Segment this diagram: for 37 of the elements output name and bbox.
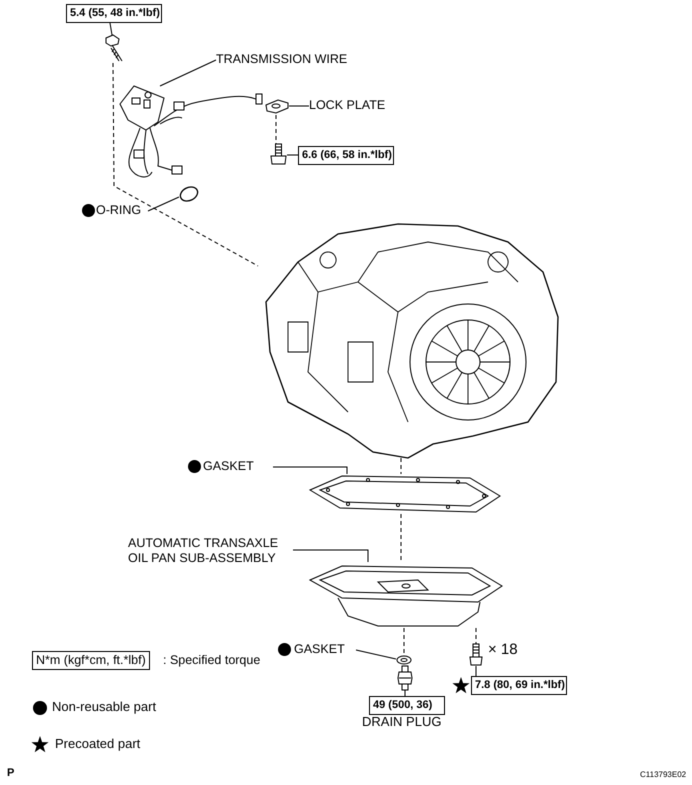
torque-value-box: 6.6 (66, 58 in.*lbf) (298, 146, 394, 165)
leader-line (148, 196, 180, 212)
quantity-label: × 18 (488, 642, 518, 657)
leader-line (292, 550, 368, 562)
part-label: GASKET (203, 458, 273, 476)
o-ring-drawing (179, 186, 199, 202)
drain-plug-drawing (397, 666, 413, 690)
leader-line (110, 22, 112, 36)
part-label: DRAIN PLUG (362, 714, 442, 729)
leader-line (160, 60, 216, 86)
alignment-line (400, 514, 402, 562)
alignment-line (112, 62, 258, 266)
bolt-drawing (469, 644, 483, 666)
torque-unit-box: N*m (kgf*cm, ft.*lbf) (32, 651, 150, 670)
part-label: LOCK PLATE (309, 97, 399, 115)
legend-text: : Specified torque (163, 653, 260, 668)
torque-value-box: 49 (500, 36) (369, 696, 445, 715)
page-mark: P (7, 766, 14, 781)
figure-code: C113793E02 (640, 769, 686, 781)
leader-line (272, 466, 348, 474)
legend-text: Non-reusable part (52, 699, 156, 714)
bolt-drawing (270, 144, 287, 165)
washer-drawing (396, 655, 412, 665)
legend-text: Precoated part (55, 736, 140, 751)
part-label: TRANSMISSION WIRE (216, 51, 366, 69)
leader-line (356, 650, 396, 660)
torque-value-box: 5.4 (55, 48 in.*lbf) (66, 4, 162, 23)
leader-line (404, 690, 406, 696)
alignment-line (400, 458, 402, 474)
leader-line (286, 154, 298, 156)
part-label: AUTOMATIC TRANSAXLE OIL PAN SUB-ASSEMBLY (128, 535, 293, 567)
gasket-drawing (308, 474, 502, 514)
part-label: O-RING (96, 202, 148, 220)
bolt-drawing (103, 35, 125, 63)
lock-plate-drawing (264, 99, 289, 115)
torque-value-box: 7.8 (80, 69 in.*lbf) (471, 676, 567, 695)
part-label: GASKET (294, 641, 356, 659)
